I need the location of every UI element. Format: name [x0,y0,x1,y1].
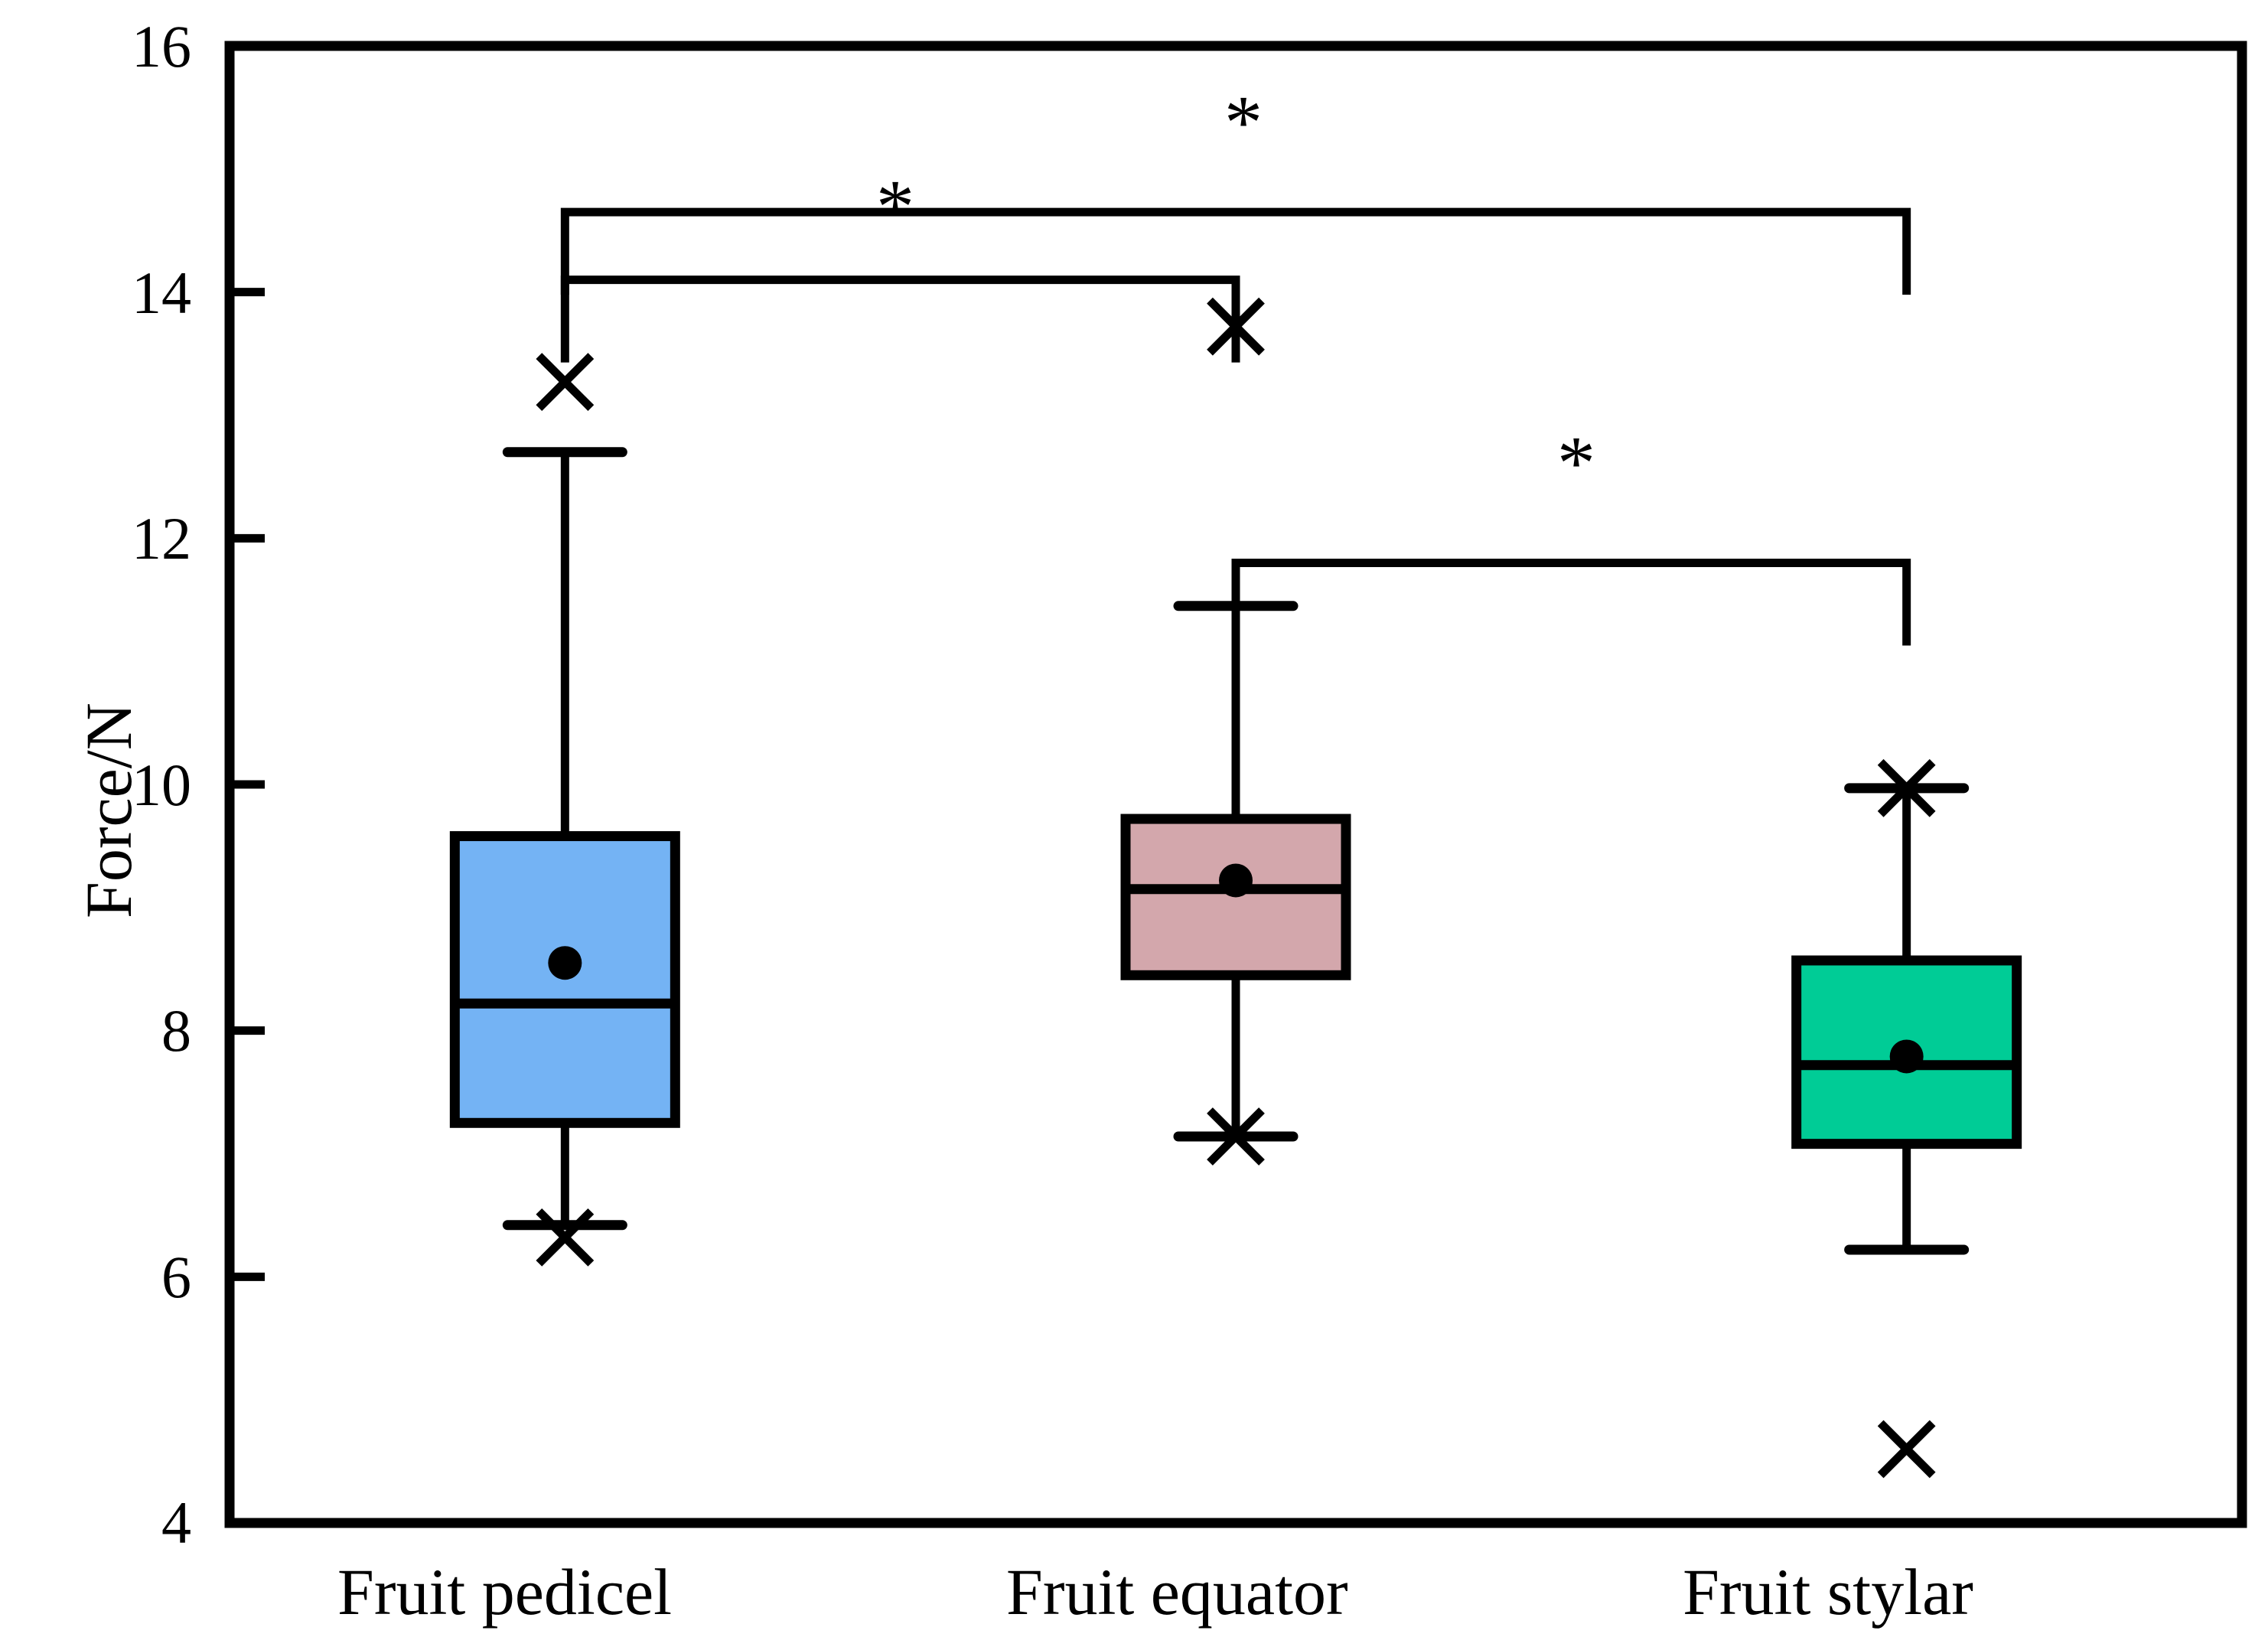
bracket-path [560,207,1911,295]
x-tick-label-fruit-equator: Fruit equator [1006,1555,1348,1629]
y-tick-label-14: 14 [132,259,191,326]
outlier-marker [536,1208,595,1267]
mean-marker [1219,863,1253,898]
bracket-path [560,276,1240,363]
significance-star-pedicel-stylar: * [1224,80,1263,165]
y-tick-label-12: 12 [132,505,191,572]
x-tick-label-fruit-pedicel: Fruit pedicel [337,1555,673,1629]
significance-bracket [560,276,1240,363]
outlier-marker [1877,1420,1936,1479]
box-series [449,297,2022,1479]
outlier-marker [1877,758,1936,817]
boxplot-group[interactable] [1791,758,2022,1479]
significance-bracket [560,207,1911,295]
significance-bracket [1231,559,1911,646]
significance-star-pedicel-equator: * [876,164,914,249]
outlier-stroke [536,1208,595,1267]
y-tick-label-16: 16 [132,13,191,80]
mean-marker [1889,1039,1924,1074]
y-tick-label-8: 8 [161,997,191,1064]
boxplot-group[interactable] [1120,297,1351,1166]
outlier-marker [536,353,595,411]
y-tick-label-6: 6 [161,1244,191,1310]
outlier-marker [1207,1107,1265,1166]
bracket-path [1231,559,1911,646]
outlier-stroke [1207,297,1265,356]
outlier-stroke [1207,1107,1265,1166]
y-tick-label-10: 10 [132,752,191,818]
significance-brackets [560,207,1911,646]
x-tick-label-fruit-stylar: Fruit stylar [1683,1555,1973,1629]
y-tick-label-4: 4 [161,1489,191,1556]
outlier-stroke [1877,1420,1936,1479]
outlier-stroke [1877,758,1936,817]
mean-marker [548,946,582,980]
outlier-stroke [536,353,595,411]
boxplot-group[interactable] [449,353,680,1267]
axis-ticks [230,41,265,1528]
outlier-marker [1207,297,1265,356]
significance-star-equator-stylar: * [1557,420,1595,505]
